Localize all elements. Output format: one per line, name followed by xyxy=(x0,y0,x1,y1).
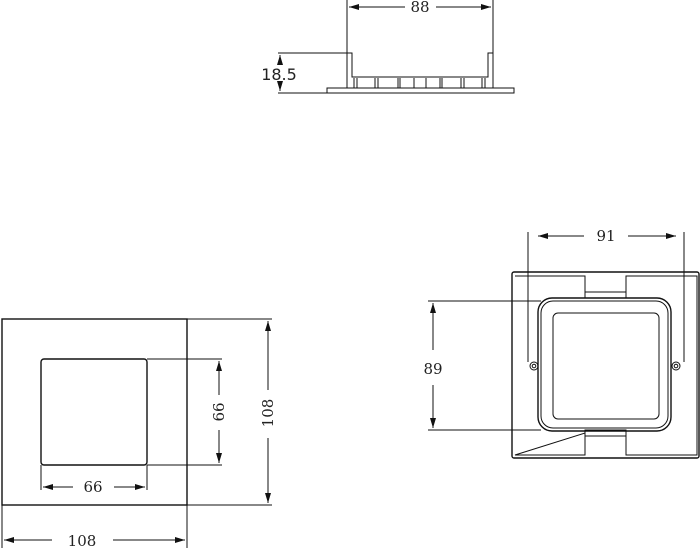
fins xyxy=(353,78,486,88)
back-width-label: 91 xyxy=(596,227,615,245)
outer-width-label: 108 xyxy=(68,532,97,548)
outer-height-label: 108 xyxy=(259,399,277,428)
inner-width-label: 66 xyxy=(83,478,102,496)
back-height-label: 89 xyxy=(423,360,442,378)
side-view: 88 18.5 xyxy=(261,0,515,94)
side-width-label: 88 xyxy=(410,0,429,16)
inner-height-label: 66 xyxy=(210,402,228,421)
front-view: 66 66 108 108 xyxy=(1,318,277,548)
back-view: 91 89 xyxy=(423,227,700,459)
side-height-label: 18.5 xyxy=(261,65,297,84)
